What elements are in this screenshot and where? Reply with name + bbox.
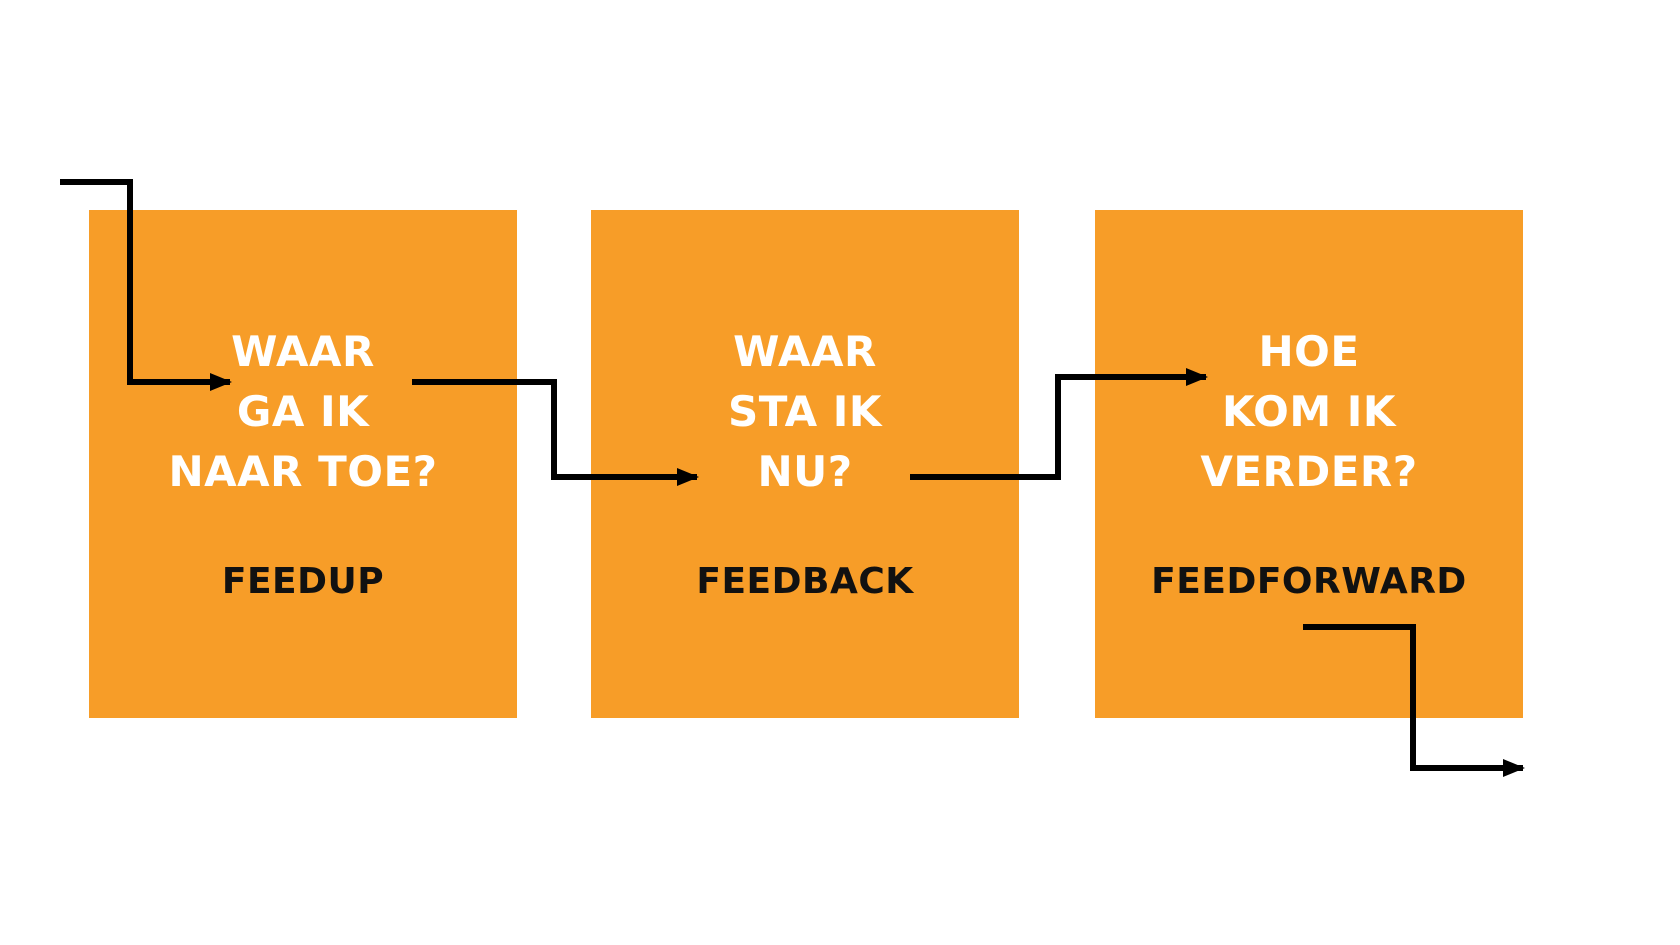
- question-line: WAAR: [733, 327, 877, 376]
- step-box-feedup: WAAR GA IK NAAR TOE? FEEDUP: [89, 210, 517, 718]
- step-label-feedback: FEEDBACK: [696, 561, 914, 602]
- question-line: VERDER?: [1200, 447, 1418, 496]
- question-line: KOM IK: [1222, 387, 1396, 436]
- step-box-feedback: WAAR STA IK NU? FEEDBACK: [591, 210, 1019, 718]
- step-label-feedforward: FEEDFORWARD: [1151, 561, 1467, 602]
- step-question-feedforward: HOE KOM IK VERDER?: [1095, 322, 1523, 502]
- step-label-feedup: FEEDUP: [221, 561, 385, 602]
- question-line: HOE: [1258, 327, 1360, 376]
- step-question-feedup: WAAR GA IK NAAR TOE?: [89, 322, 517, 502]
- question-line: GA IK: [236, 387, 370, 436]
- question-line: STA IK: [728, 387, 882, 436]
- question-line: NU?: [757, 447, 853, 496]
- step-box-feedforward: HOE KOM IK VERDER? FEEDFORWARD: [1095, 210, 1523, 718]
- question-line: WAAR: [231, 327, 375, 376]
- step-question-feedback: WAAR STA IK NU?: [591, 322, 1019, 502]
- question-line: NAAR TOE?: [168, 447, 438, 496]
